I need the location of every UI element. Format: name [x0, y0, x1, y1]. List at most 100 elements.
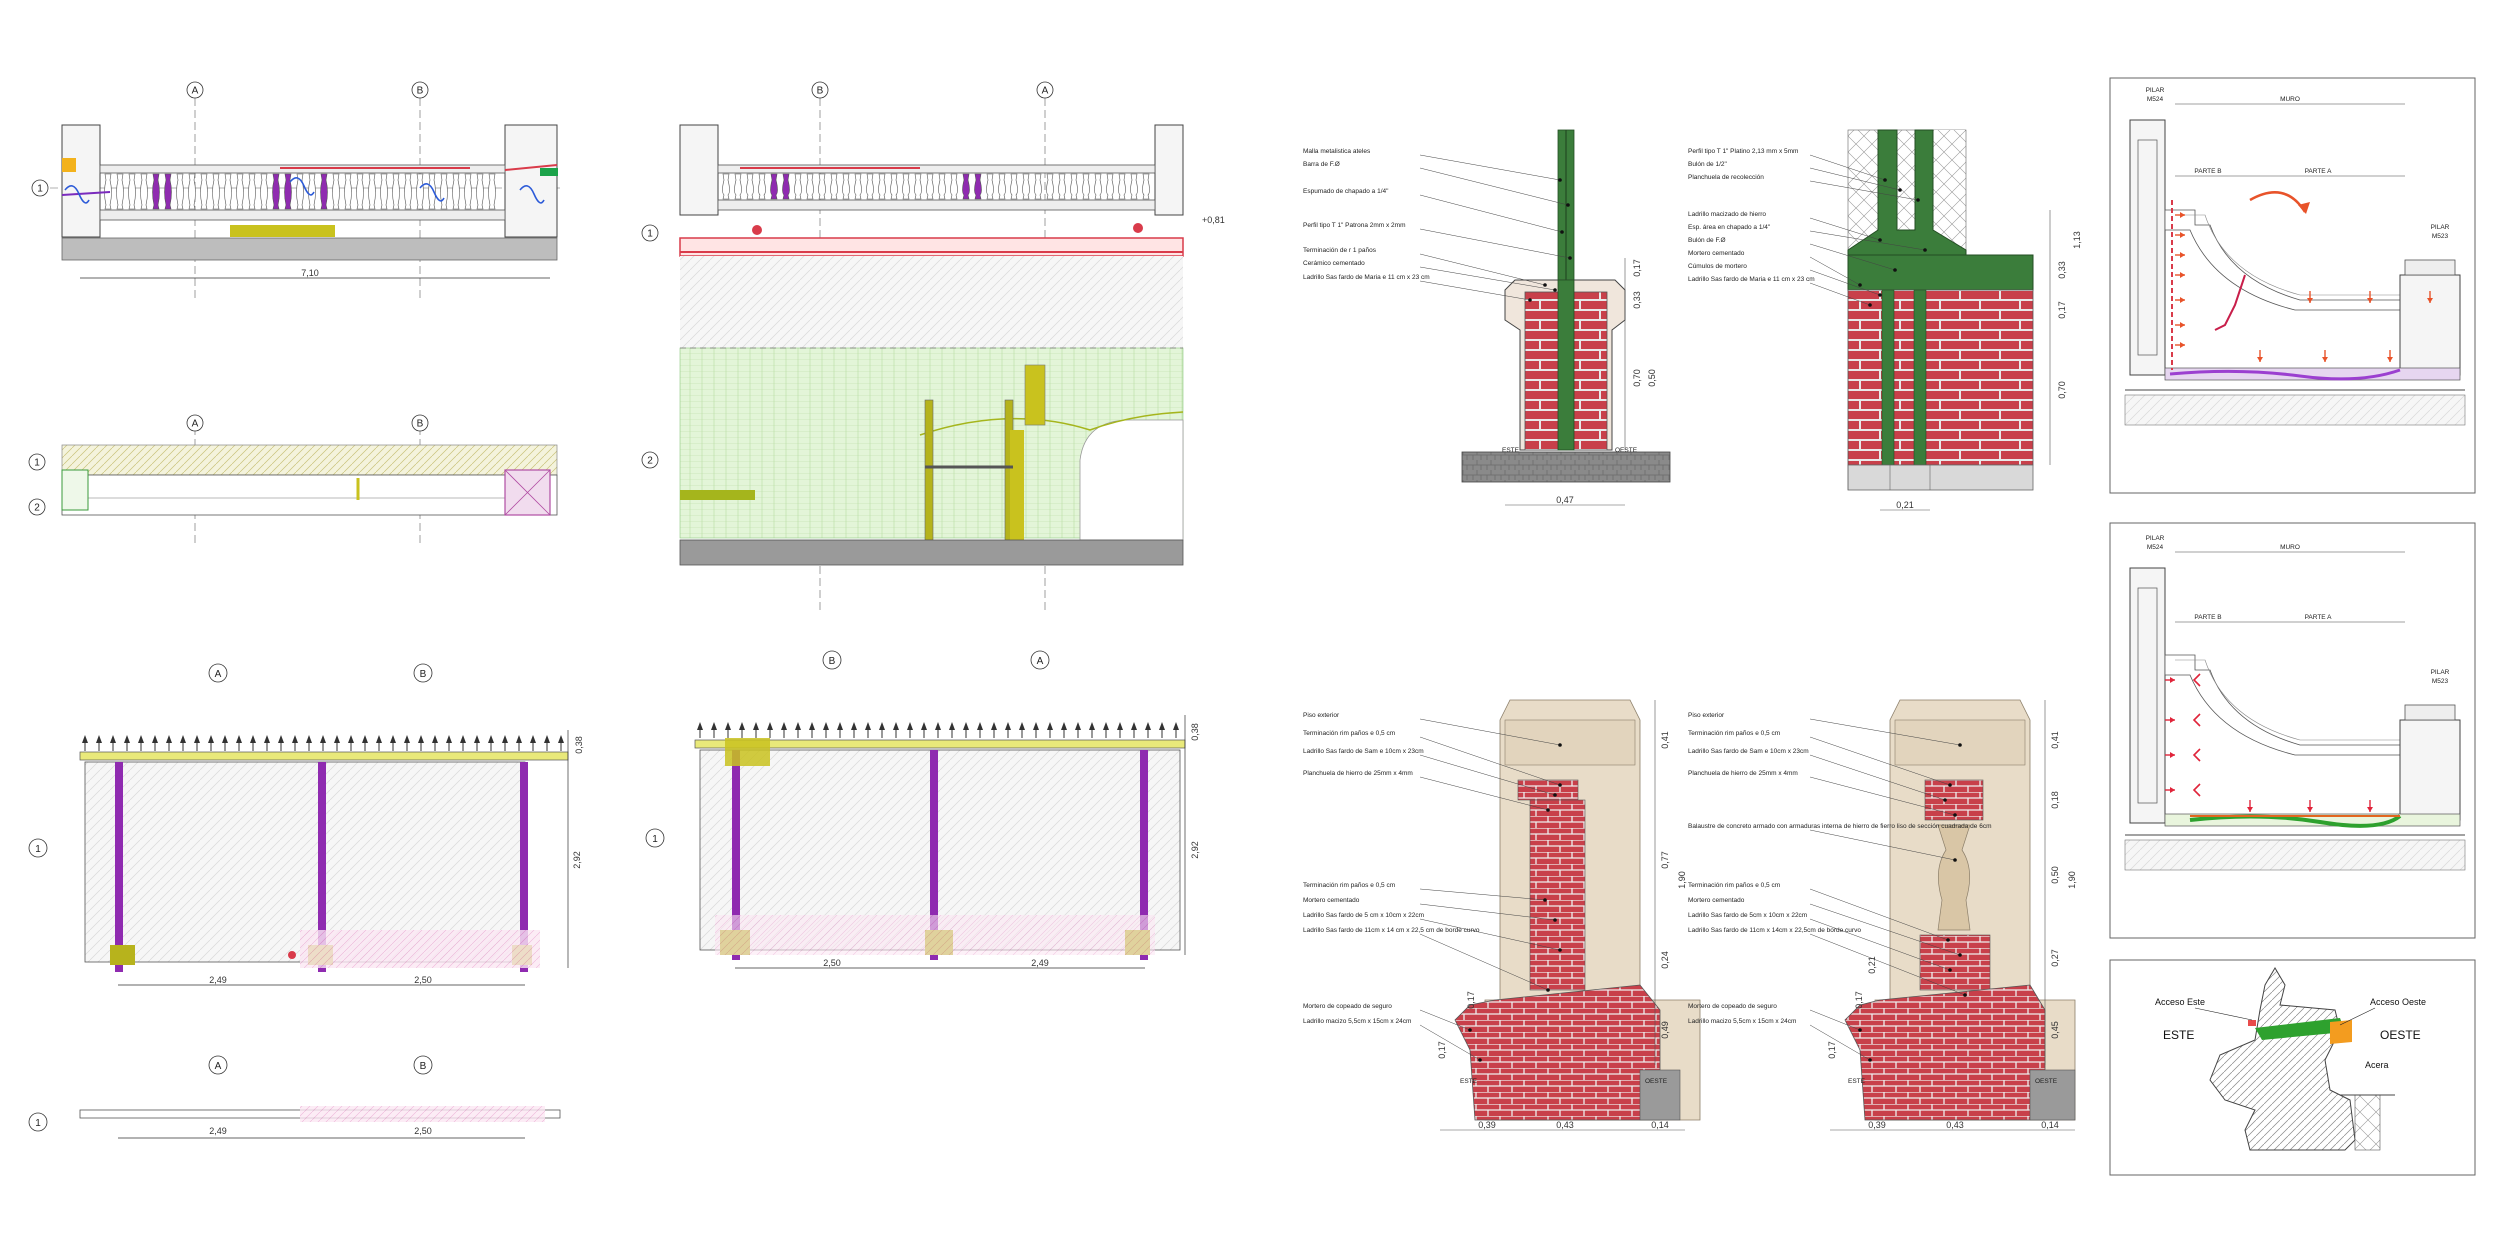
- section-2-pier: Perfil tipo T 1" Platino 2,13 mm x 5mm B…: [1688, 129, 2082, 511]
- spike: [404, 735, 410, 743]
- arrow-head: [2170, 752, 2175, 758]
- label: Cerámico cementado: [1303, 260, 1365, 267]
- arrow-head: [2257, 357, 2263, 362]
- dim-038: 0,38: [1190, 723, 1200, 741]
- spike: [460, 735, 466, 743]
- label-acceso-oeste: Acceso Oeste: [2370, 997, 2426, 1007]
- grid-label-b: B: [417, 86, 424, 97]
- label-este: ESTE: [1460, 1078, 1478, 1085]
- baluster: [770, 173, 778, 200]
- dim-017: 0,17: [1466, 991, 1476, 1009]
- dim-710: 7,10: [301, 268, 319, 278]
- leader-dot: [1878, 293, 1882, 297]
- baluster: [782, 173, 790, 200]
- grid-label-1: 1: [37, 184, 43, 195]
- label: Planchuela de hierro de 25mm x 4mm: [1303, 770, 1413, 777]
- leader-line: [1419, 718, 1561, 746]
- leader-dot: [1558, 783, 1562, 787]
- dim-039: 0,39: [1868, 1120, 1886, 1130]
- label: Ladrillo Sas fardo de 5 cm x 10cm x 22cm: [1303, 912, 1424, 919]
- label-pilar-right-code: M523: [2432, 678, 2449, 685]
- leader-line: [1419, 266, 1556, 291]
- panel-elevation-a-b: A B 1 7,10: [31, 81, 560, 300]
- grid-label-a: A: [215, 1061, 222, 1072]
- grid-label-b: B: [417, 419, 424, 430]
- baluster: [260, 173, 268, 210]
- baluster: [962, 173, 970, 200]
- baluster: [176, 173, 184, 210]
- label-parte-a: PARTE A: [2305, 168, 2333, 175]
- label: Bulón de 1/2": [1688, 161, 1728, 168]
- grid-label-b: B: [829, 656, 836, 667]
- baluster: [200, 173, 208, 210]
- leader-line: [1809, 282, 1871, 306]
- leader-dot: [1553, 288, 1557, 292]
- leader-dot: [1963, 993, 1967, 997]
- spike: [893, 722, 899, 730]
- grid-label-2: 2: [647, 456, 653, 467]
- leader-line: [1419, 754, 1556, 796]
- baluster: [914, 173, 922, 200]
- baluster: [1142, 173, 1150, 200]
- spike: [991, 722, 997, 730]
- baluster: [248, 173, 256, 210]
- dim-017: 0,17: [2057, 301, 2067, 319]
- spike: [1159, 722, 1165, 730]
- arrow-chevron: [2192, 673, 2201, 687]
- leader-line: [1419, 918, 1561, 951]
- baluster: [308, 173, 316, 210]
- arrow-head: [2180, 272, 2185, 278]
- baluster: [152, 173, 160, 210]
- grid-label-1: 1: [35, 844, 41, 855]
- label: Esp. área en chapado a 1/4": [1688, 224, 1771, 231]
- spike: [152, 735, 158, 743]
- panel-plan-detail-b-a: B A 1 2,50 2,49 2,92 0,38: [645, 650, 1200, 969]
- dim-077: 0,77: [1660, 851, 1670, 869]
- spike: [488, 735, 494, 743]
- leader-dot: [1553, 793, 1557, 797]
- leader-line: [1419, 253, 1546, 286]
- spike: [502, 735, 508, 743]
- dim-021: 0,21: [1896, 500, 1914, 510]
- grid-bubble-b: [411, 81, 429, 99]
- label-muro: MURO: [2280, 544, 2300, 551]
- grid-label-1: 1: [652, 834, 658, 845]
- level-081: +0,81: [1202, 215, 1225, 225]
- leader-dot: [1558, 743, 1562, 747]
- baluster: [332, 173, 340, 210]
- spike: [809, 722, 815, 730]
- spike: [1117, 722, 1123, 730]
- spike: [138, 735, 144, 743]
- baluster: [1094, 173, 1102, 200]
- spike: [921, 722, 927, 730]
- leader-line: [1809, 776, 1956, 816]
- baluster: [950, 173, 958, 200]
- label: Piso exterior: [1688, 712, 1725, 719]
- leader-line: [1419, 154, 1561, 181]
- grid-label-b: B: [817, 86, 824, 97]
- label: Bulón de F.Ø: [1688, 237, 1726, 244]
- dim-249: 2,49: [1031, 958, 1049, 968]
- spike: [474, 735, 480, 743]
- spike: [949, 722, 955, 730]
- leader-line: [1419, 736, 1561, 786]
- leader-line: [1809, 888, 1949, 941]
- spike: [767, 722, 773, 730]
- spike: [530, 735, 536, 743]
- dim-249: 2,49: [209, 1126, 227, 1136]
- dim-250: 2,50: [823, 958, 841, 968]
- label: Ladrillo macizado de hierro: [1688, 211, 1766, 218]
- baluster-row: [104, 173, 496, 210]
- spike: [1103, 722, 1109, 730]
- leader-line: [1809, 230, 1926, 251]
- spike: [935, 722, 941, 730]
- baluster: [284, 173, 292, 210]
- section-4-pillar-baluster: Piso exterior Terminación rim paños e 0,…: [1688, 699, 2077, 1131]
- leader-line: [1809, 1009, 1861, 1031]
- baluster: [746, 173, 754, 200]
- section-3-pillar: Piso exterior Terminación rim paños e 0,…: [1303, 699, 1701, 1131]
- dim-070: 0,70: [2057, 381, 2067, 399]
- spike: [907, 722, 913, 730]
- baluster: [404, 173, 412, 210]
- right-elevation-damage-2: PILAR M524 MURO PARTE B PARTE A PILAR M5…: [2109, 522, 2476, 939]
